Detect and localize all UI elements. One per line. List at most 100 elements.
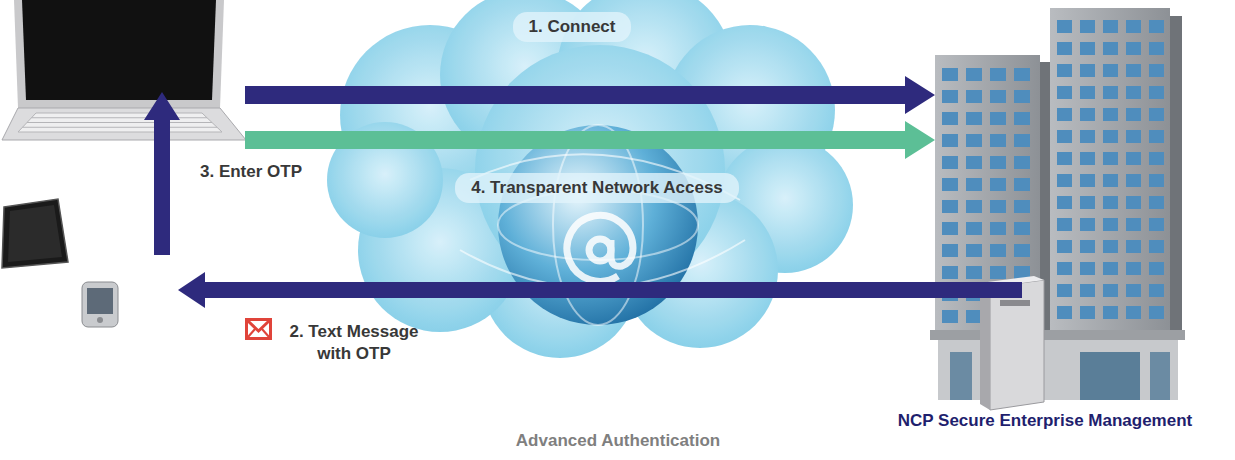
window (1126, 240, 1141, 253)
window (942, 90, 958, 103)
window (1103, 130, 1118, 143)
window (1080, 174, 1095, 187)
window (1149, 42, 1164, 55)
key-row (23, 127, 218, 128)
step-label: 3. Enter OTP (200, 161, 302, 183)
window (1080, 218, 1095, 231)
window (1057, 284, 1072, 297)
window (1080, 196, 1095, 209)
window (942, 156, 958, 169)
window (1126, 64, 1141, 77)
window (942, 178, 958, 191)
step-label: 2. Text Message with OTP (276, 321, 432, 365)
window (1080, 284, 1095, 297)
window (942, 310, 958, 323)
window (1149, 306, 1164, 319)
window (1149, 196, 1164, 209)
window (990, 134, 1006, 147)
window (1126, 218, 1141, 231)
network-access-arrow (245, 121, 935, 159)
window (1149, 86, 1164, 99)
window (1080, 108, 1095, 121)
window (1014, 112, 1030, 125)
window (1014, 68, 1030, 81)
window (1149, 218, 1164, 231)
window (1126, 196, 1141, 209)
node-text: NCP Secure Enterprise Management (898, 410, 1192, 432)
window (1126, 152, 1141, 165)
window (1080, 20, 1095, 33)
window (966, 112, 982, 125)
window (1080, 64, 1095, 77)
window (1080, 152, 1095, 165)
window (942, 68, 958, 81)
window (966, 244, 982, 257)
label-pill: 4. Transparent Network Access (455, 173, 739, 203)
window (1080, 86, 1095, 99)
window (1103, 86, 1118, 99)
window (1057, 218, 1072, 231)
window (966, 68, 982, 81)
window (1014, 200, 1030, 213)
window (1103, 284, 1118, 297)
window (942, 244, 958, 257)
window (1126, 130, 1141, 143)
window (942, 266, 958, 279)
window (966, 178, 982, 191)
window (942, 134, 958, 147)
key-row (32, 117, 208, 118)
window (1103, 196, 1118, 209)
window (1057, 86, 1072, 99)
window (942, 200, 958, 213)
window (990, 112, 1006, 125)
window (1149, 20, 1164, 33)
connect-arrow (245, 76, 935, 114)
window (1080, 42, 1095, 55)
window (966, 156, 982, 169)
label-pill: 1. Connect (513, 12, 632, 42)
window (1149, 284, 1164, 297)
key-row (27, 122, 212, 123)
window (1080, 240, 1095, 253)
window (1014, 134, 1030, 147)
window (1149, 152, 1164, 165)
label-box: 3. Enter OTP (198, 160, 304, 184)
window (1057, 262, 1072, 275)
window (990, 68, 1006, 81)
window (942, 112, 958, 125)
window (990, 90, 1006, 103)
office-building (930, 8, 1185, 400)
window (1014, 244, 1030, 257)
window (1014, 222, 1030, 235)
arrows (144, 76, 1022, 308)
window (1126, 174, 1141, 187)
window (1057, 306, 1072, 319)
window (990, 156, 1006, 169)
window (1103, 108, 1118, 121)
window (1080, 306, 1095, 319)
window (1126, 42, 1141, 55)
cloud (327, 0, 853, 358)
text-message-arrow (178, 272, 1022, 308)
window (942, 222, 958, 235)
window (1103, 262, 1118, 275)
window (1149, 262, 1164, 275)
window (990, 222, 1006, 235)
window (1126, 306, 1141, 319)
window (1103, 64, 1118, 77)
mobile-devices (2, 199, 118, 327)
window (1057, 20, 1072, 33)
window (1057, 64, 1072, 77)
server-label-box: NCP Secure Enterprise Management (894, 408, 1196, 434)
window (966, 222, 982, 235)
window (1149, 108, 1164, 121)
window (990, 244, 1006, 257)
window (1057, 196, 1072, 209)
window (1103, 218, 1118, 231)
window (1014, 156, 1030, 169)
caption-box: Advanced Authentication (516, 430, 720, 452)
window (1103, 152, 1118, 165)
window (966, 200, 982, 213)
